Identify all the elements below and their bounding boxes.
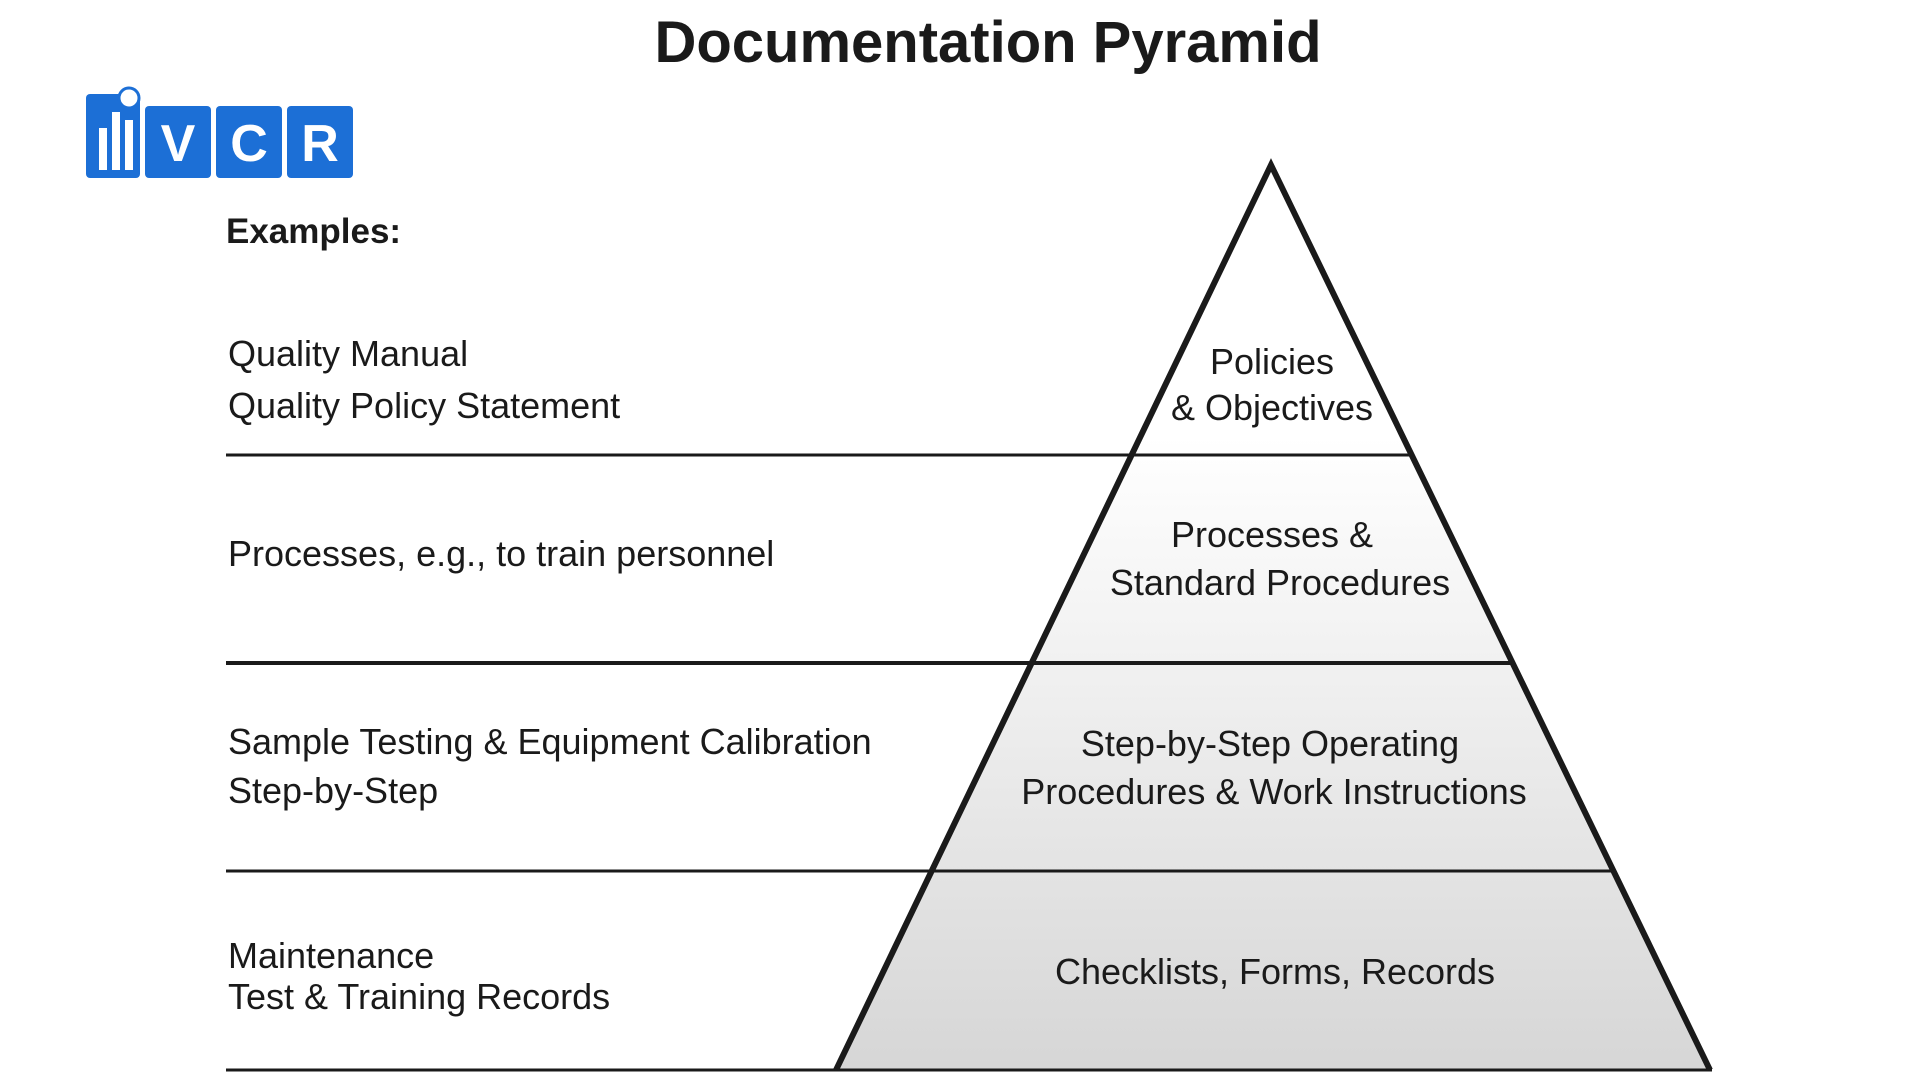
tier-label-line: & Objectives — [1171, 387, 1373, 428]
tier-label-line: Policies — [1210, 341, 1334, 382]
logo-letter-box-v — [145, 106, 211, 178]
example-line: Maintenance — [228, 935, 434, 976]
tier-label-line: Standard Procedures — [1110, 562, 1450, 603]
example-line: Sample Testing & Equipment Calibration — [228, 721, 872, 762]
example-line: Quality Policy Statement — [228, 385, 620, 426]
logo-letter-r: R — [301, 115, 339, 173]
example-line: Step-by-Step — [228, 770, 438, 811]
level-processes: Processes & Standard Procedures Processe… — [228, 514, 1450, 603]
examples-heading: Examples: — [226, 212, 401, 251]
logo-letter-box-r — [287, 106, 353, 178]
example-line: Test & Training Records — [228, 976, 610, 1017]
vcr-logo: V C R — [86, 86, 353, 178]
page-title: Documentation Pyramid — [654, 10, 1321, 75]
example-line: Processes, e.g., to train personnel — [228, 533, 774, 574]
pyramid-body — [836, 165, 1710, 1070]
tier-label-line: Checklists, Forms, Records — [1055, 951, 1495, 992]
level-work-instructions: Step-by-Step Operating Procedures & Work… — [228, 721, 1527, 812]
logo-letter-c: C — [230, 115, 268, 173]
logo-letter-box-c — [216, 106, 282, 178]
tier-label-line: Processes & — [1171, 514, 1373, 555]
tier-label-line: Step-by-Step Operating — [1081, 723, 1459, 764]
pyramid-outline — [833, 158, 1713, 1072]
logo-letter-v: V — [161, 115, 196, 173]
level-policies: Policies & Objectives Quality Manual Qua… — [228, 333, 1373, 428]
example-line: Quality Manual — [228, 333, 468, 374]
level-records: Checklists, Forms, Records Maintenance T… — [228, 935, 1495, 1017]
logo-bars-icon — [99, 86, 141, 170]
tier-label-line: Procedures & Work Instructions — [1021, 771, 1527, 812]
